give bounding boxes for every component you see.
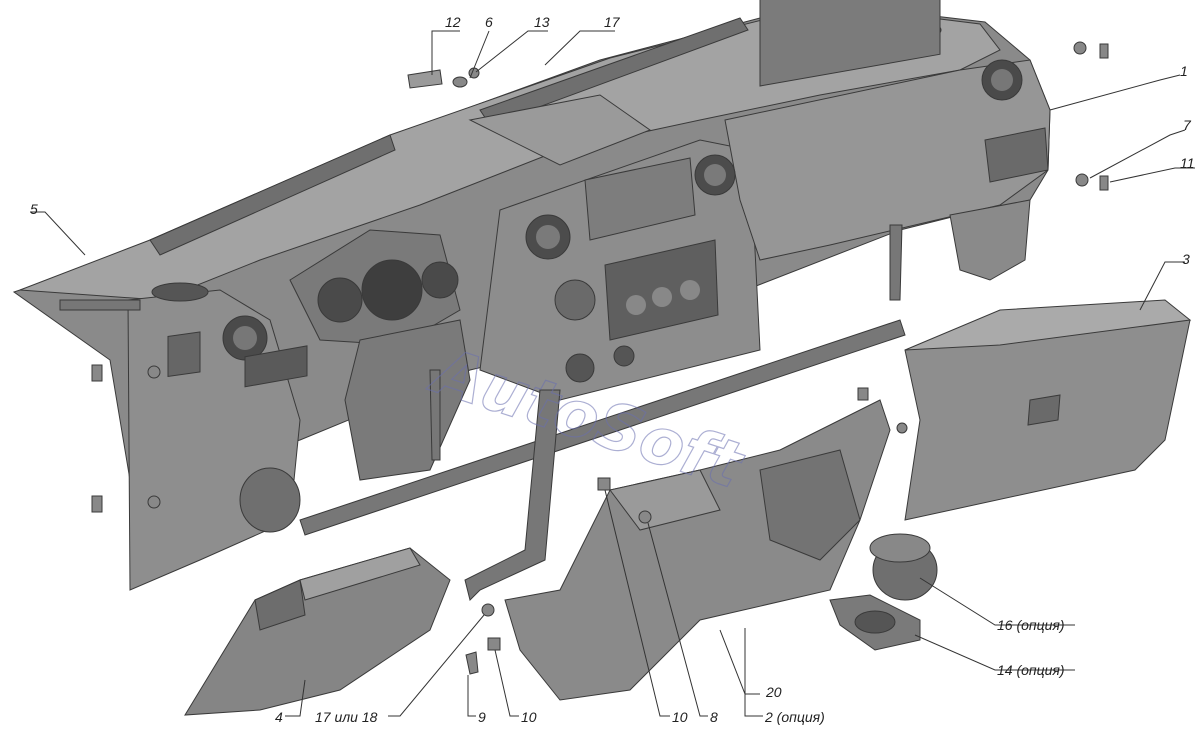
clip-left-upper [91, 364, 103, 382]
callout-12: 12 [445, 14, 461, 30]
callout-10-left: 10 [521, 709, 537, 725]
nut-part-10a [487, 637, 501, 651]
screw-left-upper [147, 365, 161, 379]
callout-11: 11 [1180, 155, 1195, 171]
bolt-part-9 [465, 651, 479, 675]
clip-top-right [1099, 43, 1109, 59]
clip-part-12 [407, 69, 443, 89]
callout-labels: 12 6 13 17 1 7 11 5 3 16 (опция) 14 (опц… [30, 14, 1195, 725]
screw-part-8 [638, 510, 652, 524]
callout-14: 14 (опция) [997, 662, 1065, 678]
callout-16: 16 (опция) [997, 617, 1065, 633]
callout-9: 9 [478, 709, 486, 725]
callout-5: 5 [30, 201, 38, 217]
dashboard-panel [12, 0, 1051, 601]
clip-center-right [857, 387, 869, 401]
callout-3: 3 [1182, 251, 1190, 267]
callout-10-right: 10 [672, 709, 688, 725]
lower-left-trim-part-4 [184, 547, 451, 716]
callout-2: 2 (опция) [764, 709, 825, 725]
callout-20: 20 [765, 684, 782, 700]
screw-part-17-18 [481, 603, 495, 617]
screw-top-right [1073, 41, 1087, 55]
screw-center-right [896, 422, 908, 434]
washer-part-6 [452, 76, 468, 88]
cupholder-ring-part-14 [829, 594, 921, 651]
callout-13: 13 [534, 14, 550, 30]
clip-part-11 [1099, 175, 1109, 191]
glovebox-part-3 [904, 299, 1192, 521]
callout-6: 6 [485, 14, 493, 30]
clip-left-lower [91, 495, 103, 513]
callout-17-top: 17 [604, 14, 621, 30]
lower-center-trim-part-20 [504, 399, 891, 701]
nut-part-10b [597, 477, 611, 491]
screw-left-lower [147, 495, 161, 509]
callout-4: 4 [275, 709, 283, 725]
ashtray-part-16 [869, 533, 938, 601]
fasteners [91, 41, 1109, 675]
callout-8: 8 [710, 709, 718, 725]
leader-lines [30, 30, 1195, 717]
screw-part-7 [1075, 173, 1089, 187]
callout-1: 1 [1180, 63, 1188, 79]
callout-7: 7 [1183, 117, 1192, 133]
callout-17-or-18: 17 или 18 [315, 709, 378, 725]
